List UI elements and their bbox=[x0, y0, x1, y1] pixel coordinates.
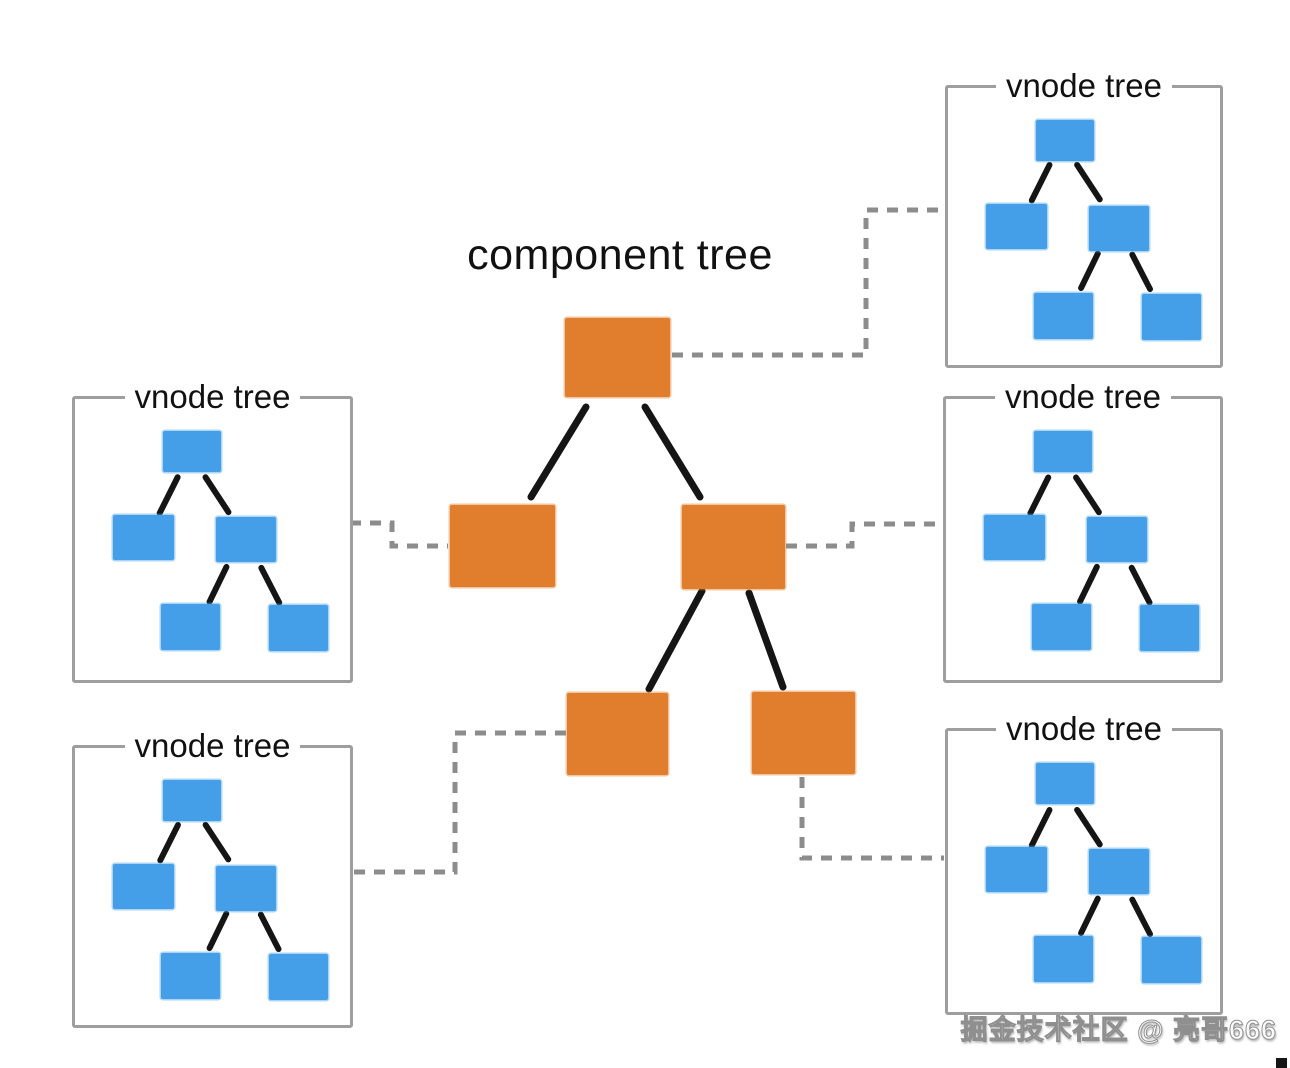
vnode-grandchild-right bbox=[1142, 937, 1201, 983]
tree-edge bbox=[1077, 563, 1100, 605]
vnode-box-bottom-right: vnode tree bbox=[945, 708, 1223, 1015]
vnode-box-title: vnode tree bbox=[996, 708, 1172, 750]
tree-edge bbox=[206, 563, 230, 605]
tree-edge bbox=[206, 910, 230, 952]
tree-edge bbox=[641, 403, 704, 501]
vnode-grandchild-left bbox=[1034, 936, 1093, 982]
vnode-tree-edges bbox=[156, 474, 283, 606]
vnode-tree-edges bbox=[1028, 806, 1153, 938]
tree-edge bbox=[1078, 895, 1101, 937]
vnode-root bbox=[163, 431, 221, 472]
vnode-left-child bbox=[984, 515, 1045, 560]
tree-edge bbox=[1027, 474, 1052, 517]
tree-edge bbox=[1129, 896, 1153, 938]
vnode-right-child bbox=[216, 866, 276, 911]
vnode-left-child bbox=[986, 204, 1047, 249]
tree-edge bbox=[1074, 806, 1103, 848]
tree-edge bbox=[1129, 251, 1153, 293]
vnode-box-title: vnode tree bbox=[124, 376, 301, 418]
vnode-tree-edges bbox=[157, 821, 282, 953]
tree-edge bbox=[202, 474, 232, 516]
vnode-grandchild-left bbox=[1034, 293, 1093, 339]
tree-edge bbox=[157, 821, 181, 864]
vnode-right-child bbox=[1087, 517, 1147, 562]
vnode-box-middle-left: vnode tree bbox=[72, 376, 353, 683]
vnode-grandchild-left bbox=[161, 953, 220, 999]
tree-edge bbox=[257, 911, 282, 953]
vnode-grandchild-left bbox=[1032, 604, 1091, 650]
tree-edge bbox=[645, 587, 706, 693]
tree-edge bbox=[1073, 474, 1102, 516]
vnode-box-title: vnode tree bbox=[996, 65, 1172, 107]
component-node-right-child bbox=[682, 505, 785, 589]
dashed-connector-bottom-left bbox=[350, 730, 566, 875]
vnode-grandchild-right bbox=[269, 954, 328, 1000]
vnode-grandchild-right bbox=[269, 605, 328, 651]
vnode-root bbox=[1036, 763, 1094, 804]
tree-edge bbox=[202, 821, 232, 863]
tree-edge bbox=[1028, 161, 1053, 204]
tree-edge bbox=[527, 403, 590, 501]
vnode-right-child bbox=[1089, 849, 1149, 894]
tree-edge bbox=[745, 589, 787, 691]
tree-edge bbox=[156, 474, 181, 517]
vnode-box-title: vnode tree bbox=[995, 376, 1171, 418]
vnode-left-child bbox=[986, 847, 1047, 892]
component-tree-title: component tree bbox=[467, 231, 773, 279]
component-node-grandchild-left bbox=[567, 693, 668, 775]
tree-edge bbox=[1128, 564, 1153, 606]
vnode-box-top-right: vnode tree bbox=[945, 65, 1223, 368]
corner-marker bbox=[1276, 1058, 1287, 1068]
component-node-left-child bbox=[450, 505, 555, 587]
vnode-box-middle-right: vnode tree bbox=[943, 376, 1223, 683]
vnode-root bbox=[1036, 120, 1094, 161]
tree-edge bbox=[258, 564, 283, 606]
watermark: 掘金技术社区 @ 亮哥666 bbox=[960, 1015, 1277, 1046]
vnode-root bbox=[163, 780, 221, 821]
vnode-root bbox=[1034, 431, 1092, 472]
vnode-grandchild-left bbox=[161, 604, 220, 650]
dashed-connector-middle-right bbox=[786, 521, 942, 549]
vnode-grandchild-right bbox=[1140, 605, 1199, 651]
dashed-connector-bottom-right bbox=[799, 777, 944, 861]
vnode-left-child bbox=[113, 515, 174, 560]
tree-edge bbox=[1078, 250, 1101, 292]
vnode-tree-edges bbox=[1027, 474, 1153, 606]
tree-edge bbox=[1074, 161, 1103, 203]
vnode-right-child bbox=[1089, 206, 1149, 251]
vnode-left-child bbox=[113, 864, 174, 909]
tree-edge bbox=[1028, 806, 1053, 849]
vnode-right-child bbox=[216, 517, 276, 562]
component-node-grandchild-right bbox=[752, 692, 855, 774]
vnode-box-title: vnode tree bbox=[124, 725, 301, 767]
dashed-connector-middle-left bbox=[350, 520, 448, 549]
vnode-tree-edges bbox=[1028, 161, 1153, 293]
vnode-box-bottom-left: vnode tree bbox=[72, 725, 353, 1028]
component-node-root bbox=[565, 318, 670, 397]
vnode-grandchild-right bbox=[1142, 294, 1201, 340]
